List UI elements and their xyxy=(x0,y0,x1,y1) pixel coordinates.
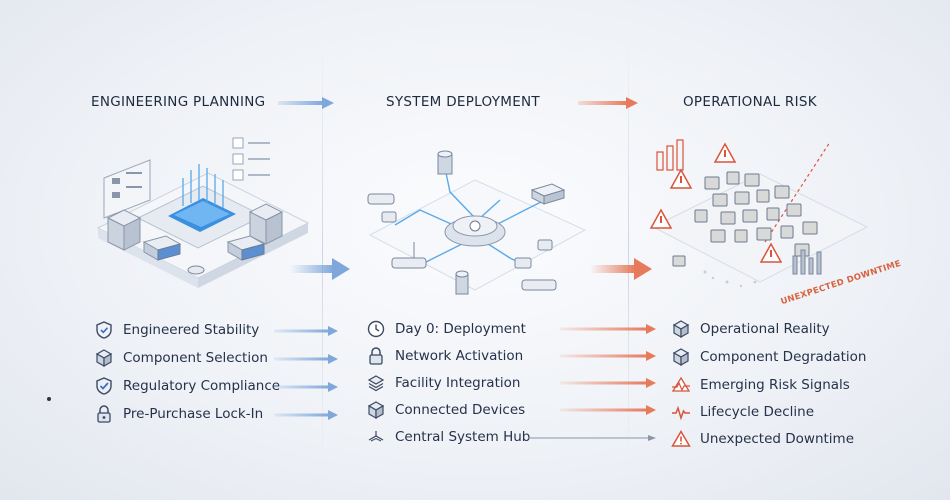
badge-check-icon xyxy=(94,376,114,396)
operational-risk-illustration xyxy=(649,139,869,288)
list-item-label: Component Selection xyxy=(123,350,268,366)
cube-icon xyxy=(94,348,114,368)
list-item-label: Regulatory Compliance xyxy=(123,378,281,394)
column-title-engineering-planning: ENGINEERING PLANNING xyxy=(91,94,266,110)
list-item-label: Emerging Risk Signals xyxy=(700,377,850,393)
list-item-day-0-deployment: Day 0: Deployment xyxy=(366,319,526,339)
row-arrow xyxy=(274,326,338,336)
cube-icon xyxy=(366,400,386,420)
list-item-label: Lifecycle Decline xyxy=(700,404,814,420)
column-title-operational-risk: OPERATIONAL RISK xyxy=(683,94,817,110)
list-item-engineered-stability: Engineered Stability xyxy=(94,320,259,340)
lock-icon xyxy=(94,404,114,424)
list-item-lifecycle-decline: Lifecycle Decline xyxy=(671,402,814,422)
layers-icon xyxy=(366,373,386,393)
list-item-label: Unexpected Downtime xyxy=(700,431,855,447)
list-item-unexpected-downtime: Unexpected Downtime xyxy=(671,429,854,449)
lock-icon xyxy=(366,346,386,366)
list-item-label: Day 0: Deployment xyxy=(395,321,526,337)
row-arrow xyxy=(560,405,656,415)
warning-icon xyxy=(671,429,691,449)
cube-icon xyxy=(671,319,691,339)
row-arrow xyxy=(274,410,338,420)
header-arrow-orange xyxy=(578,97,638,109)
flow-arrow-planning-to-deployment xyxy=(290,258,350,280)
column-divider-left xyxy=(322,40,323,460)
pulse-icon xyxy=(671,402,691,422)
list-item-label: Facility Integration xyxy=(395,375,521,391)
list-item-label: Component Degradation xyxy=(700,349,867,365)
list-item-label: Network Activation xyxy=(395,348,524,364)
clock-icon xyxy=(366,319,386,339)
list-item-network-activation: Network Activation xyxy=(366,346,523,366)
list-item-component-degradation: Component Degradation xyxy=(671,347,866,367)
flow-arrow-deployment-to-risk xyxy=(590,258,652,280)
column-title-system-deployment: SYSTEM DEPLOYMENT xyxy=(386,94,540,110)
row-arrow xyxy=(560,324,656,334)
row-arrow xyxy=(274,354,338,364)
row-arrow xyxy=(274,382,338,392)
list-item-operational-reality: Operational Reality xyxy=(671,319,830,339)
hub-icon xyxy=(366,427,386,447)
list-item-central-system-hub: Central System Hub xyxy=(366,427,530,447)
list-item-connected-devices: Connected Devices xyxy=(366,400,525,420)
pulse-warning-icon xyxy=(671,375,691,395)
list-item-label: Operational Reality xyxy=(700,321,830,337)
list-item-label: Engineered Stability xyxy=(123,322,260,338)
list-item-label: Connected Devices xyxy=(395,402,526,418)
stray-mark xyxy=(47,397,51,401)
list-item-label: Central System Hub xyxy=(395,429,531,445)
header-arrow-blue xyxy=(278,97,334,109)
row-arrow-thin xyxy=(528,435,656,441)
deployment-hub-illustration xyxy=(367,150,587,295)
row-arrow xyxy=(560,378,656,388)
list-item-emerging-risk-signals: Emerging Risk Signals xyxy=(671,375,850,395)
list-item-label: Pre-Purchase Lock-In xyxy=(123,406,264,422)
list-item-pre-purchase-lock-in: Pre-Purchase Lock-In xyxy=(94,404,263,424)
list-item-facility-integration: Facility Integration xyxy=(366,373,520,393)
list-item-component-selection: Component Selection xyxy=(94,348,268,368)
shield-check-icon xyxy=(94,320,114,340)
list-item-regulatory-compliance: Regulatory Compliance xyxy=(94,376,280,396)
row-arrow xyxy=(560,351,656,361)
column-divider-right xyxy=(628,40,629,460)
cube-icon xyxy=(671,347,691,367)
engineering-platform-illustration xyxy=(96,137,310,288)
